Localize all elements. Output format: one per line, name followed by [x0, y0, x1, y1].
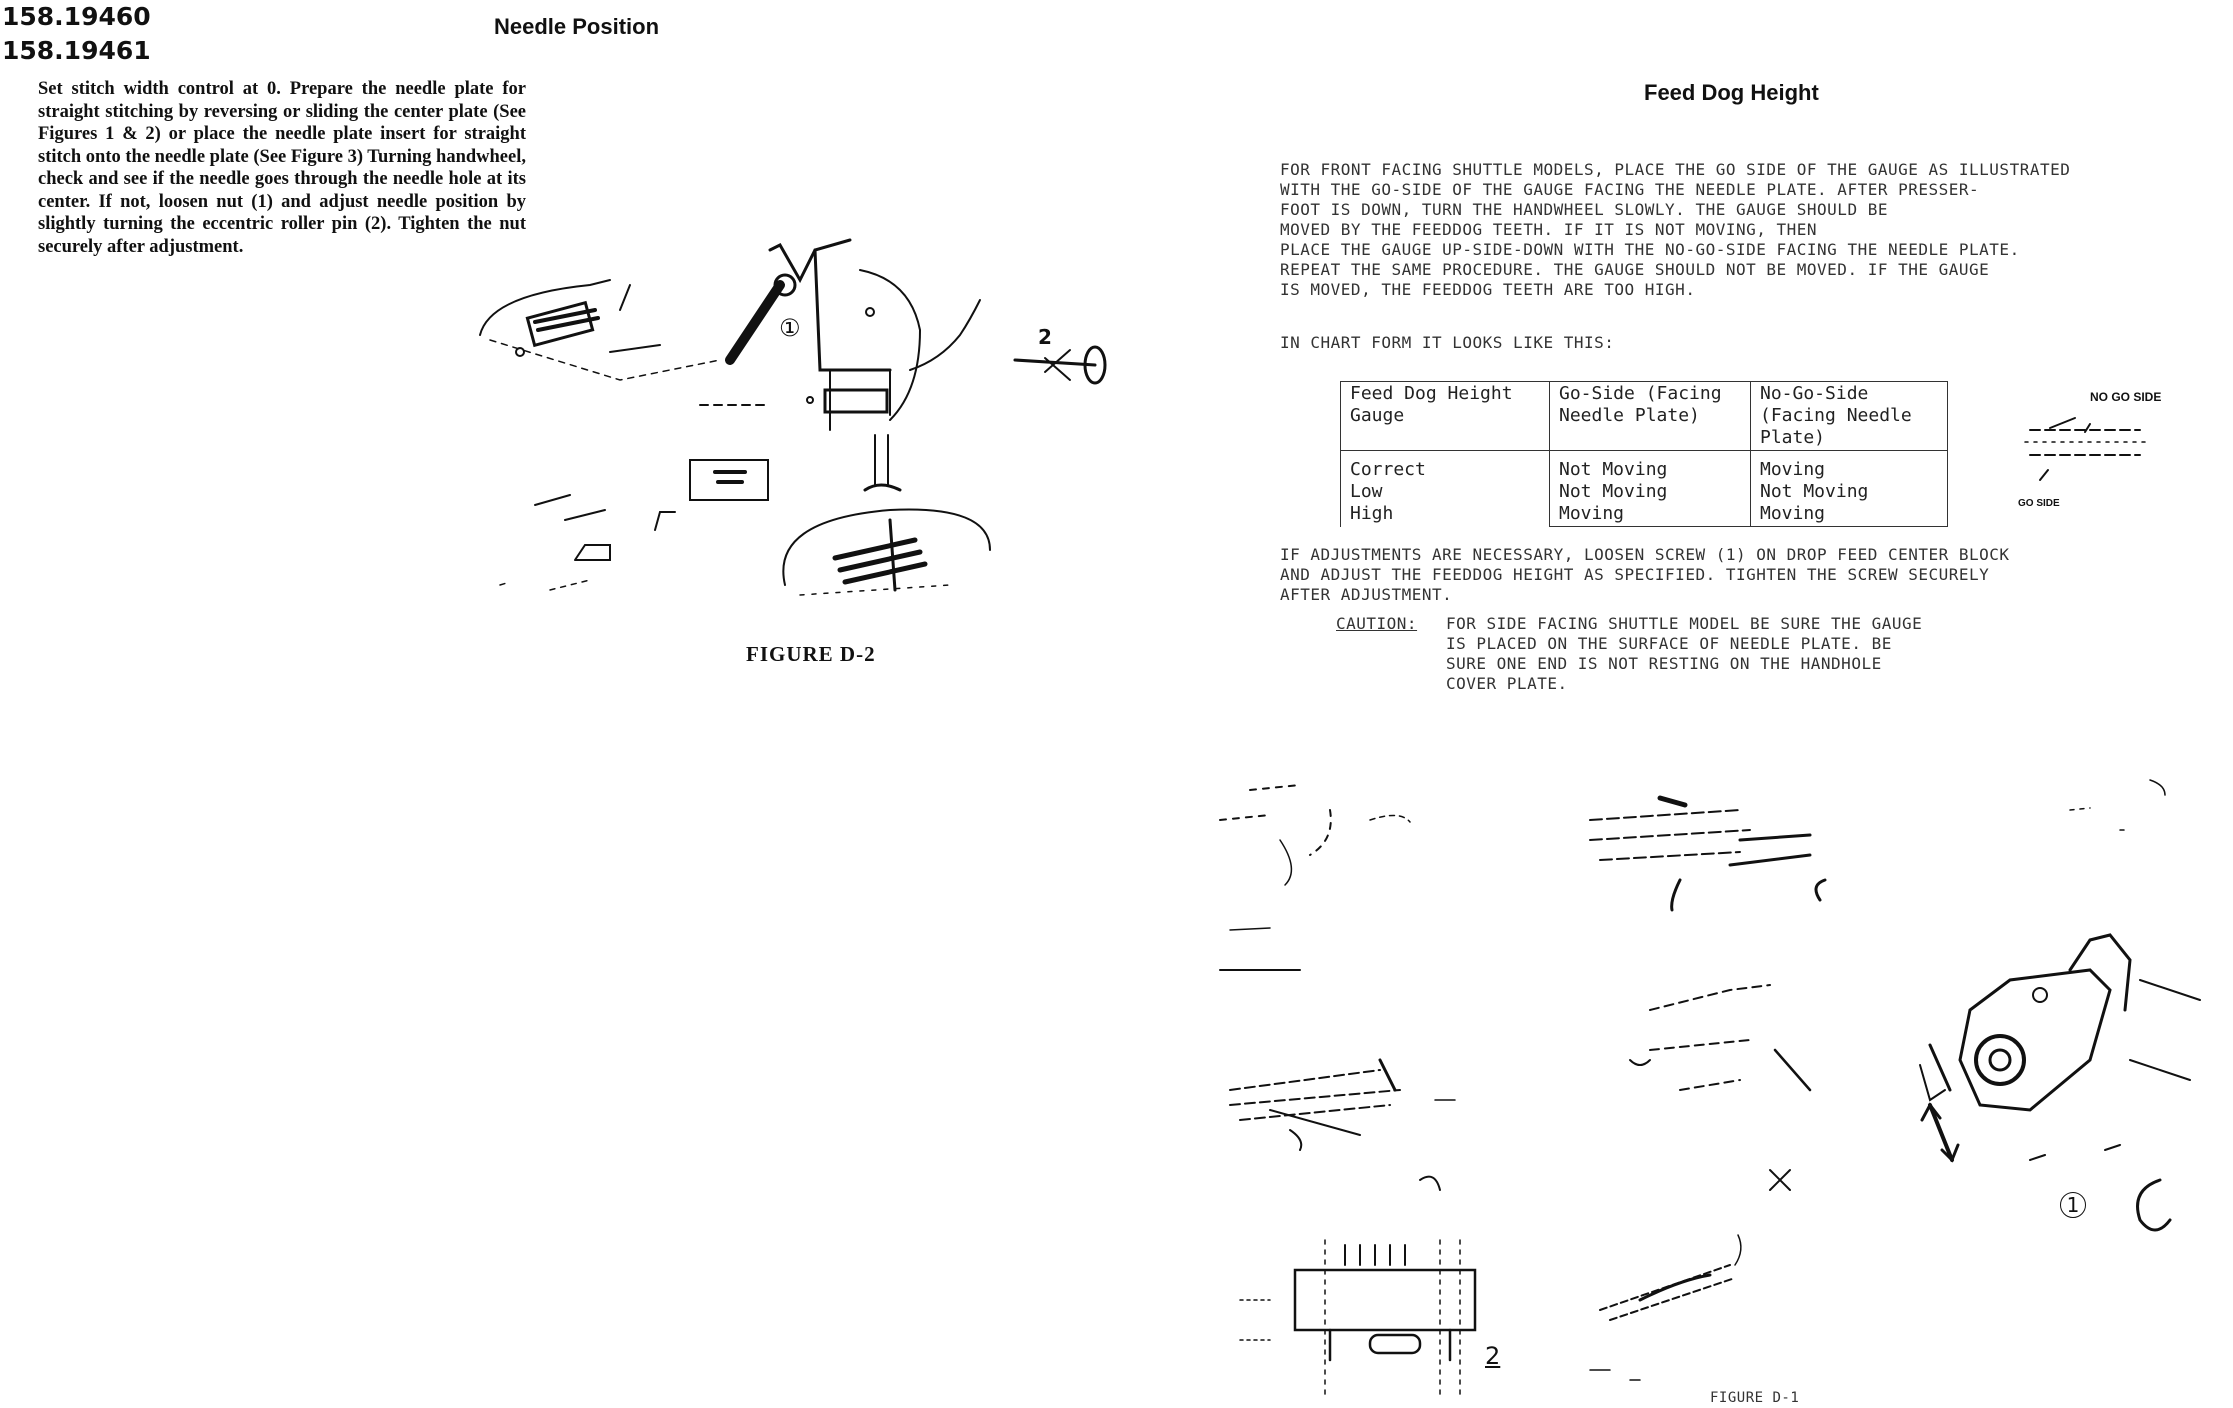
intro-line: WITH THE GO-SIDE OF THE GAUGE FACING THE…: [1280, 180, 1980, 199]
intro-line: IS MOVED, THE FEEDDOG TEETH ARE TOO HIGH…: [1280, 280, 1696, 299]
caution-line: SURE ONE END IS NOT RESTING ON THE HANDH…: [1446, 654, 1882, 673]
intro-line: PLACE THE GAUGE UP-SIDE-DOWN WITH THE NO…: [1280, 240, 2020, 259]
intro-line: MOVED BY THE FEEDDOG TEETH. IF IT IS NOT…: [1280, 220, 1818, 239]
adjustment-paragraph: IF ADJUSTMENTS ARE NECESSARY, LOOSEN SCR…: [1280, 545, 2010, 605]
adjust-line: AFTER ADJUSTMENT.: [1280, 585, 1453, 604]
figure-d1-callout-1: 1: [2060, 1192, 2086, 1218]
model-number-2: 158.19461: [2, 36, 151, 65]
intro-line: FOR FRONT FACING SHUTTLE MODELS, PLACE T…: [1280, 160, 2071, 179]
figure-d2-caption: FIGURE D-2: [746, 642, 876, 666]
gauge-diagram: [2024, 417, 2146, 481]
feed-dog-height-table: Feed Dog Height Gauge Go-Side (Facing Ne…: [1340, 381, 1948, 527]
caution-label: CAUTION:: [1336, 614, 1418, 633]
intro-line: REPEAT THE SAME PROCEDURE. THE GAUGE SHO…: [1280, 260, 1990, 279]
chart-intro: IN CHART FORM IT LOOKS LIKE THIS:: [1280, 333, 1615, 352]
feed-dog-intro: FOR FRONT FACING SHUTTLE MODELS, PLACE T…: [1280, 160, 2070, 300]
model-number-1: 158.19460: [2, 2, 151, 31]
caution-line: FOR SIDE FACING SHUTTLE MODEL BE SURE TH…: [1446, 614, 1923, 633]
table-header: Feed Dog Height Gauge: [1340, 381, 1550, 451]
needle-position-illustration: [479, 238, 1107, 596]
intro-line: FOOT IS DOWN, TURN THE HANDWHEEL SLOWLY.…: [1280, 200, 1888, 219]
table-header-row: Feed Dog Height Gauge Go-Side (Facing Ne…: [1340, 381, 1948, 451]
no-go-side-label: NO GO SIDE: [2090, 390, 2162, 404]
feed-dog-illustrations: [1219, 779, 2201, 1396]
adjust-line: AND ADJUST THE FEEDDOG HEIGHT AS SPECIFI…: [1280, 565, 1990, 584]
caution-line: COVER PLATE.: [1446, 674, 1568, 693]
figure-d1-caption: FIGURE D-1: [1710, 1390, 1800, 1406]
needle-position-heading: Needle Position: [494, 14, 660, 39]
callout-1: ①: [779, 314, 801, 342]
go-side-label: GO SIDE: [2018, 498, 2060, 509]
table-header: Go-Side (Facing Needle Plate): [1549, 381, 1751, 451]
caution-line: IS PLACED ON THE SURFACE OF NEEDLE PLATE…: [1446, 634, 1892, 653]
feed-dog-height-heading: Feed Dog Height: [1644, 80, 1819, 105]
needle-position-instructions: Set stitch width control at 0. Prepare t…: [38, 79, 526, 257]
caution-text: FOR SIDE FACING SHUTTLE MODEL BE SURE TH…: [1446, 614, 1922, 694]
figure-d1-callout-2: 2: [1485, 1342, 1501, 1370]
adjust-line: IF ADJUSTMENTS ARE NECESSARY, LOOSEN SCR…: [1280, 545, 2010, 564]
callout-2: 2: [1038, 325, 1052, 349]
table-header: No-Go-Side (Facing Needle Plate): [1750, 381, 1948, 451]
